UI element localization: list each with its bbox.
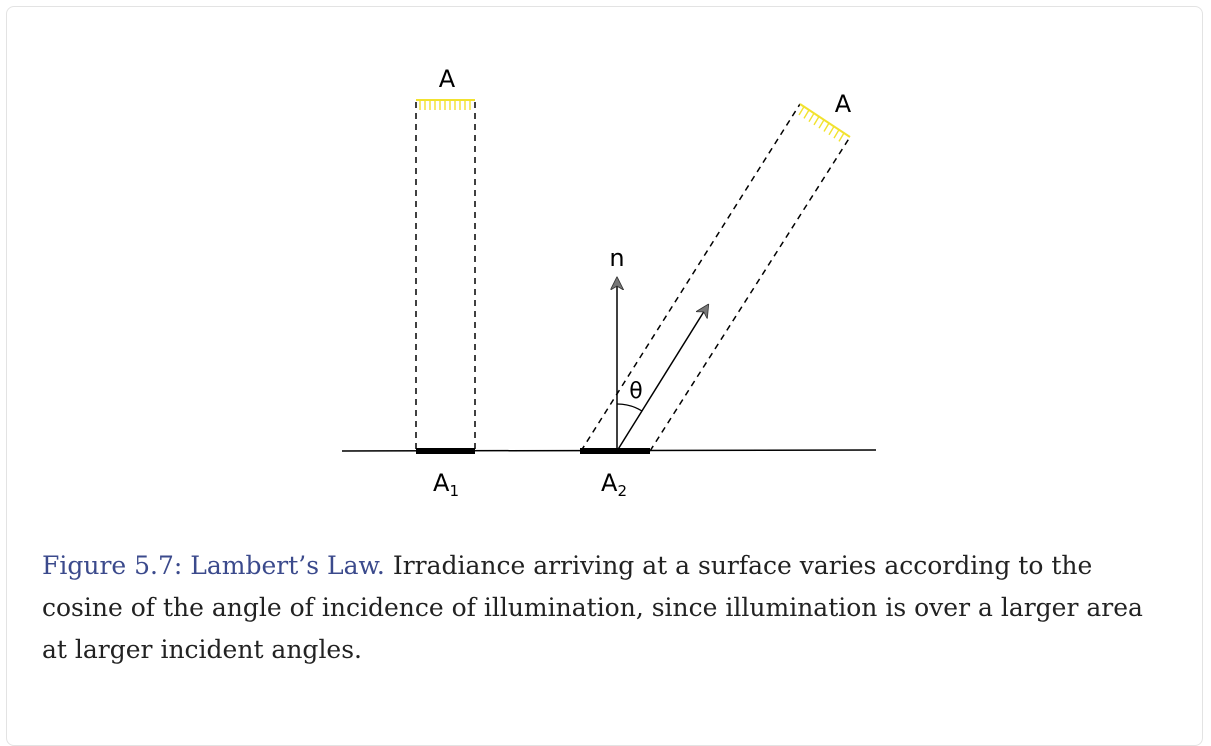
oblique-beam-left-edge (580, 103, 801, 452)
caption-text: Irradiance arriving at a surface varies … (42, 551, 1143, 664)
area-a2-subscript: 2 (617, 482, 627, 500)
incident-arrow (616, 305, 708, 452)
figure-card (6, 6, 1203, 746)
area-a2-label: A2 (601, 469, 627, 500)
area-a1-subscript: 1 (449, 482, 459, 500)
source-label-left: A (439, 65, 456, 93)
angle-arc (616, 403, 643, 412)
figure-reference: Figure 5.7: Lambert’s Law. (42, 551, 385, 580)
source-hatch-right (798, 103, 851, 142)
area-a1-label: A1 (433, 469, 459, 500)
area-a2-letter: A (601, 469, 618, 497)
theta-label: θ (629, 379, 642, 404)
area-a1-letter: A (433, 469, 450, 497)
lamberts-law-diagram: A A n θ A1 A2 (341, 65, 877, 500)
oblique-beam (580, 103, 851, 454)
source-label-right: A (835, 90, 852, 118)
normal-label: n (609, 244, 624, 272)
figure-caption: Figure 5.7: Lambert’s Law. Irradiance ar… (42, 545, 1162, 671)
source-hatch-left (416, 99, 475, 110)
perpendicular-beam (415, 99, 476, 454)
oblique-beam-right-edge (649, 136, 851, 452)
